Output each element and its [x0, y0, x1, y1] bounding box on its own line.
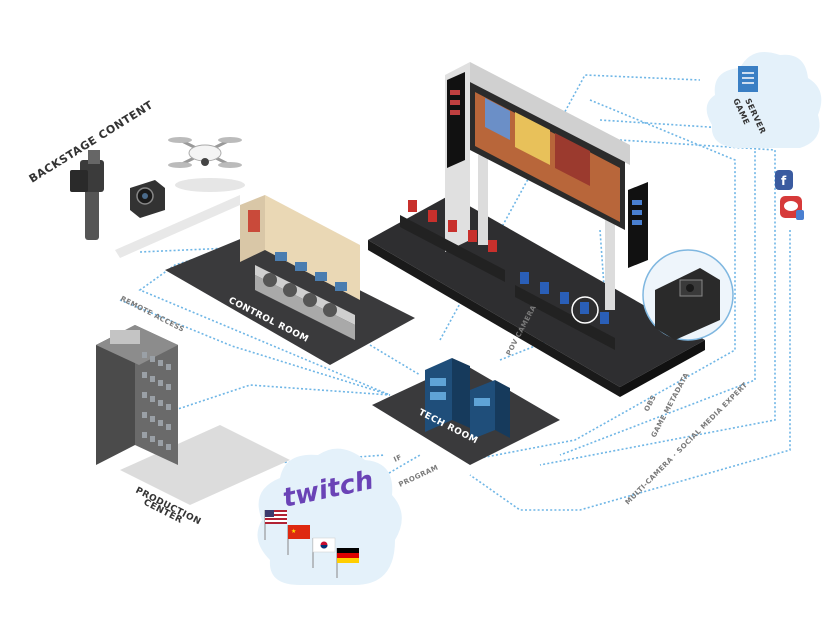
facebook-icon: f [775, 170, 793, 190]
backstage-content-area: BACKSTAGE CONTENT [27, 98, 245, 258]
esports-stage [368, 62, 734, 397]
tech-room: TECH ROOM [372, 358, 560, 465]
svg-text:★: ★ [291, 528, 296, 535]
gimbal-stabilizer-icon [70, 150, 104, 240]
action-camera-icon [130, 180, 165, 218]
china-flag: ★ [287, 525, 310, 555]
social-media-icons: f [775, 170, 804, 220]
svg-text:f: f [781, 174, 787, 188]
drone-icon [168, 137, 245, 192]
game-server-cloud: GAME SERVER [706, 51, 822, 148]
flow-label-game-metadata: GAME METADATA [650, 371, 691, 439]
blue-team-desks [515, 272, 615, 350]
pov-camera-highlight [571, 296, 599, 324]
red-team-desks [400, 200, 505, 282]
server-document-icon [738, 66, 758, 92]
usa-flag [264, 510, 287, 540]
building-windows [142, 352, 171, 450]
flow-label-program: PROGRAM [397, 463, 439, 488]
remote-access-label: REMOTE ACCESS [119, 295, 185, 334]
flow-label-multi-camera: MULTI-CAMERA · SOCIAL MEDIA EXPERT [624, 381, 750, 507]
korea-flag [312, 537, 336, 568]
flow-label-if: IF [392, 453, 403, 464]
flow-label-obs: OBS [643, 394, 658, 413]
chat-icon [780, 196, 804, 220]
germany-flag [336, 548, 359, 578]
control-room: CONTROL ROOM [165, 195, 415, 365]
pov-camera-zoom-inset [642, 249, 734, 341]
twitch-cloud: twitch ★ [257, 448, 402, 585]
left-scoreboard [447, 72, 465, 168]
production-center: REMOTE ACCESS PRODUCTION CENTER [96, 295, 290, 527]
